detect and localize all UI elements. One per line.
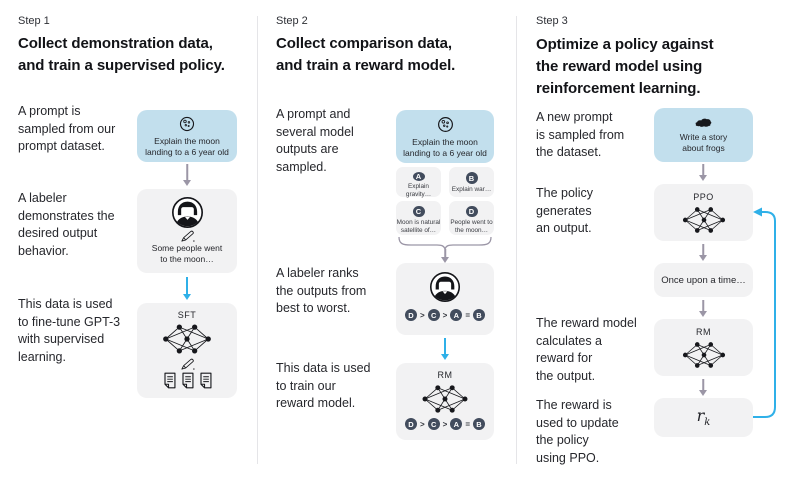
caption-train-rm: This data is used to train our reward mo… [276, 361, 371, 410]
reward-subscript: k [704, 417, 711, 429]
step-label: Step 3 [536, 15, 568, 27]
arrow-down-icon [697, 300, 709, 317]
arrow-down-icon [439, 338, 451, 360]
caption-outputs-sampled: A prompt and several model outputs are s… [276, 107, 354, 174]
feedback-loop-arrow-icon [753, 207, 776, 418]
ranking-letter: C [427, 418, 440, 430]
arrow-down-icon [439, 249, 451, 263]
ranking-separator: > [419, 419, 425, 429]
ranking-separator: = [465, 310, 470, 320]
neural-network-icon [680, 205, 728, 235]
output-card-d: D People went to the moon… [449, 201, 494, 235]
document-icon [180, 372, 195, 389]
caption-labeler-demonstrates: A labeler demonstrates the desired outpu… [18, 191, 115, 258]
documents-row [162, 372, 213, 389]
prompt-text: Write a story about frogs [679, 132, 728, 153]
step-heading: Optimize a policy against the reward mod… [536, 36, 714, 97]
ranking-separator: = [465, 419, 470, 429]
output-letter-badge: C [412, 206, 425, 218]
caption-rm-calculates: The reward model calculates a reward for… [536, 316, 637, 383]
labeler-avatar-icon [429, 271, 461, 303]
output-card-text: Explain war… [451, 186, 492, 193]
pencil-icon [179, 230, 195, 242]
step-heading: Collect demonstration data, and train a … [18, 35, 225, 74]
caption-reward-updates: The reward is used to update the policy … [536, 398, 619, 465]
caption-policy-generates: The policy generates an output. [536, 186, 593, 235]
ranking-letter: D [404, 418, 417, 430]
prompt-box: Explain the moon landing to a 6 year old [137, 110, 237, 162]
output-card-text: People went to the moon… [450, 219, 493, 235]
ranking-separator: > [419, 310, 425, 320]
ranking-letter: A [450, 309, 463, 321]
ranking-separator: > [442, 310, 448, 320]
document-icon [162, 372, 177, 389]
moon-icon [178, 115, 196, 133]
labeler-avatar-icon [171, 196, 204, 229]
output-card-text: Explain gravity… [405, 183, 432, 198]
policy-output-box: Once upon a time… [654, 263, 753, 297]
ranking-letter: B [473, 309, 485, 321]
prompt-text: Explain the moon landing to a 6 year old [145, 135, 229, 157]
reward-base: r [696, 406, 705, 426]
sft-model-box: SFT [137, 303, 237, 398]
pencil-icon [179, 358, 195, 370]
step-heading: Collect comparison data, and train a rew… [276, 35, 456, 74]
arrow-down-icon [697, 164, 709, 181]
prompt-box: Write a story about frogs [654, 108, 753, 162]
moon-icon [436, 115, 455, 134]
ranking-row: D > C > A = B [404, 418, 485, 430]
neural-network-icon [161, 322, 213, 356]
output-letter-badge: D [465, 206, 478, 218]
output-card-text: Moon is natural satellite of… [396, 219, 441, 235]
rm-model-box: RM D > C > A = B [396, 363, 494, 440]
caption-new-prompt: A new prompt is sampled from the dataset… [536, 110, 625, 159]
arrow-down-icon [697, 244, 709, 261]
model-label: PPO [693, 192, 714, 202]
document-icon [198, 372, 213, 389]
neural-network-icon [420, 383, 470, 415]
model-label: SFT [177, 310, 197, 320]
arrow-down-icon [181, 164, 193, 186]
caption-labeler-ranks: A labeler ranks the outputs from best to… [276, 266, 367, 315]
ppo-policy-box: PPO [654, 184, 753, 241]
output-card-c: C Moon is natural satellite of… [396, 201, 441, 235]
model-label: RM [696, 327, 711, 337]
ranking-letter: A [450, 418, 463, 430]
output-card-b: B Explain war… [449, 167, 494, 197]
labeler-box: Some people went to the moon… [137, 189, 237, 273]
caption-finetune: This data is used to fine-tune GPT-3 wit… [18, 297, 121, 364]
arrow-down-icon [181, 277, 193, 300]
curly-brace-icon [397, 236, 493, 249]
labeler-ranking-box: D > C > A = B [396, 263, 494, 335]
reward-box: rk [654, 398, 753, 437]
ranking-letter: D [404, 309, 417, 321]
arrow-down-icon [697, 379, 709, 396]
model-label: RM [437, 370, 453, 380]
column-divider [516, 16, 517, 464]
prompt-text: Explain the moon landing to a 6 year old [403, 136, 487, 158]
ranking-row: D > C > A = B [404, 309, 485, 321]
policy-output-text: Once upon a time… [661, 274, 746, 286]
column-divider [257, 16, 258, 464]
labeler-output-text: Some people went to the moon… [151, 243, 223, 264]
reward-symbol: rk [697, 406, 711, 428]
step-label: Step 2 [276, 15, 308, 27]
ranking-letter: B [473, 418, 485, 430]
step-label: Step 1 [18, 15, 50, 27]
prompt-box: Explain the moon landing to a 6 year old [396, 110, 494, 163]
ranking-letter: C [427, 309, 440, 321]
rm-model-box: RM [654, 319, 753, 376]
ranking-separator: > [442, 419, 448, 429]
output-letter-badge: B [465, 172, 478, 184]
output-letter-badge: A [412, 172, 425, 181]
neural-network-icon [680, 340, 728, 370]
caption-prompt-sampled: A prompt is sampled from our prompt data… [18, 104, 116, 153]
output-card-a: A Explain gravity… [396, 167, 441, 198]
frog-icon [694, 116, 713, 129]
